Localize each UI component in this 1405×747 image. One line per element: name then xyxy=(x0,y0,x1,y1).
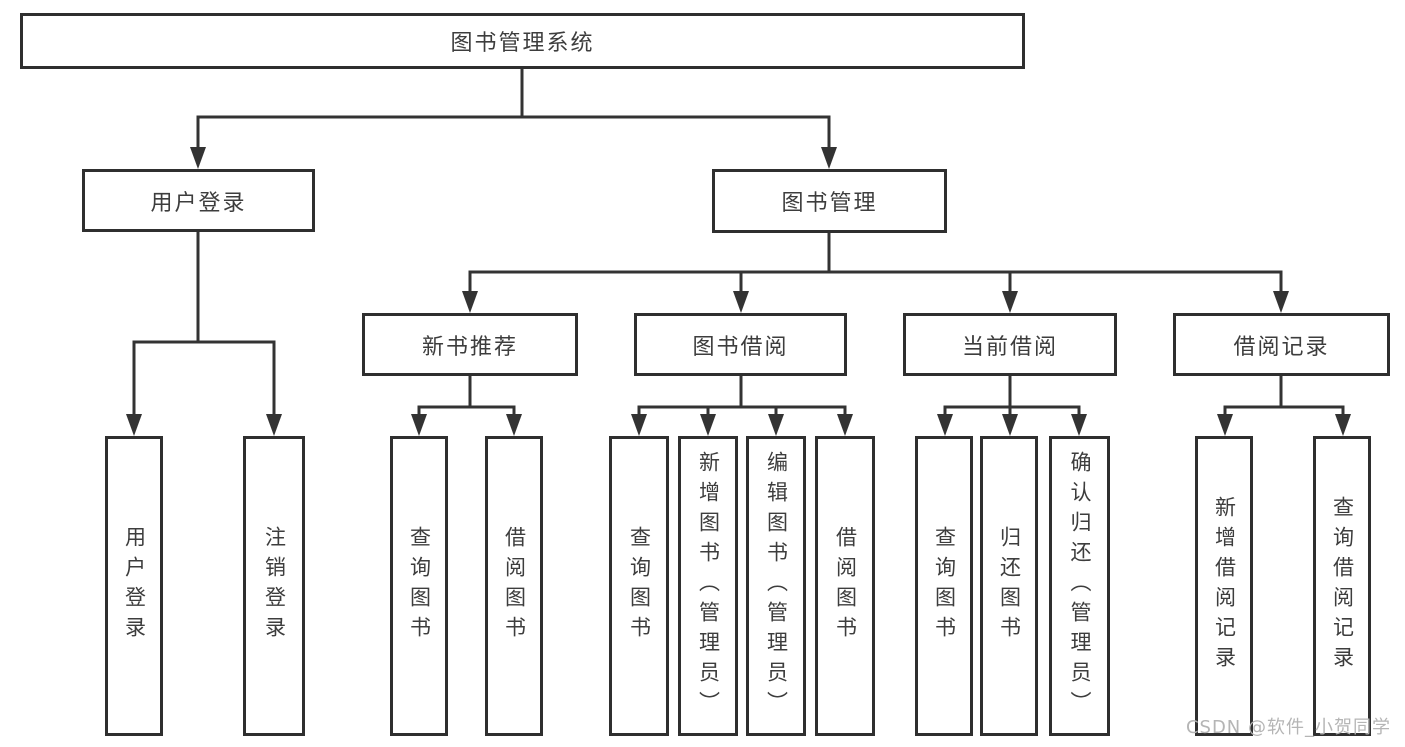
leaf-borrow-borrow-book: 借阅图书 xyxy=(815,436,875,736)
node-new-book-recommend-label: 新书推荐 xyxy=(421,334,518,360)
leaf-borrow-borrow-book-label: 借阅图书 xyxy=(833,526,858,646)
node-borrow-records: 借阅记录 xyxy=(1173,313,1390,376)
leaf-borrow-query-book: 查询图书 xyxy=(609,436,669,736)
leaf-current-confirm-return-admin-label: 确认归还（管理员） xyxy=(1068,451,1092,721)
edge-book-mgmt-to-level3 xyxy=(462,231,1289,313)
csdn-watermark: CSDN @软件_小贺同学 xyxy=(1185,717,1391,738)
edge-new-book-to-leaves xyxy=(411,374,522,436)
leaf-records-query-record-label: 查询借阅记录 xyxy=(1330,496,1355,676)
leaf-records-add-record: 新增借阅记录 xyxy=(1195,436,1253,736)
leaf-records-query-record: 查询借阅记录 xyxy=(1313,436,1371,736)
leaf-current-confirm-return-admin: 确认归还（管理员） xyxy=(1049,436,1110,736)
leaf-logout-label: 注销登录 xyxy=(262,526,287,646)
node-book-management-label: 图书管理 xyxy=(781,191,878,216)
leaf-records-add-record-label: 新增借阅记录 xyxy=(1212,496,1237,676)
leaf-borrow-add-book-admin-label: 新增图书（管理员） xyxy=(696,451,721,721)
edge-user-login-to-leaves xyxy=(126,230,282,436)
node-current-borrow-label: 当前借阅 xyxy=(961,334,1058,360)
leaf-newbook-borrow-book-label: 借阅图书 xyxy=(502,526,527,646)
leaf-borrow-edit-book-admin: 编辑图书（管理员） xyxy=(746,436,806,736)
node-user-login: 用户登录 xyxy=(82,169,315,232)
leaf-newbook-query-book: 查询图书 xyxy=(390,436,448,736)
leaf-user-login-label: 用户登录 xyxy=(122,526,147,646)
leaf-borrow-query-book-label: 查询图书 xyxy=(627,526,652,646)
node-library-system-label: 图书管理系统 xyxy=(450,31,595,56)
node-book-borrow-label: 图书借阅 xyxy=(692,334,789,360)
node-new-book-recommend: 新书推荐 xyxy=(362,313,578,376)
leaf-borrow-add-book-admin: 新增图书（管理员） xyxy=(678,436,738,736)
node-library-system: 图书管理系统 xyxy=(20,13,1025,69)
edge-book-borrow-to-leaves xyxy=(631,374,853,436)
leaf-logout: 注销登录 xyxy=(243,436,305,736)
leaf-user-login: 用户登录 xyxy=(105,436,163,736)
edge-current-borrow-to-leaves xyxy=(937,374,1087,436)
node-borrow-records-label: 借阅记录 xyxy=(1233,334,1330,360)
node-book-borrow: 图书借阅 xyxy=(634,313,847,376)
leaf-borrow-edit-book-admin-label: 编辑图书（管理员） xyxy=(764,451,789,721)
leaf-current-query-book-label: 查询图书 xyxy=(932,526,957,646)
node-user-login-label: 用户登录 xyxy=(150,190,247,216)
edge-root-to-level2 xyxy=(190,67,837,169)
node-book-management: 图书管理 xyxy=(712,169,947,233)
leaf-newbook-borrow-book: 借阅图书 xyxy=(485,436,543,736)
node-current-borrow: 当前借阅 xyxy=(903,313,1117,376)
leaf-current-return-book: 归还图书 xyxy=(980,436,1038,736)
leaf-newbook-query-book-label: 查询图书 xyxy=(407,526,432,646)
leaf-current-return-book-label: 归还图书 xyxy=(997,526,1022,646)
edge-borrow-records-to-leaves xyxy=(1217,374,1351,436)
leaf-current-query-book: 查询图书 xyxy=(915,436,973,736)
